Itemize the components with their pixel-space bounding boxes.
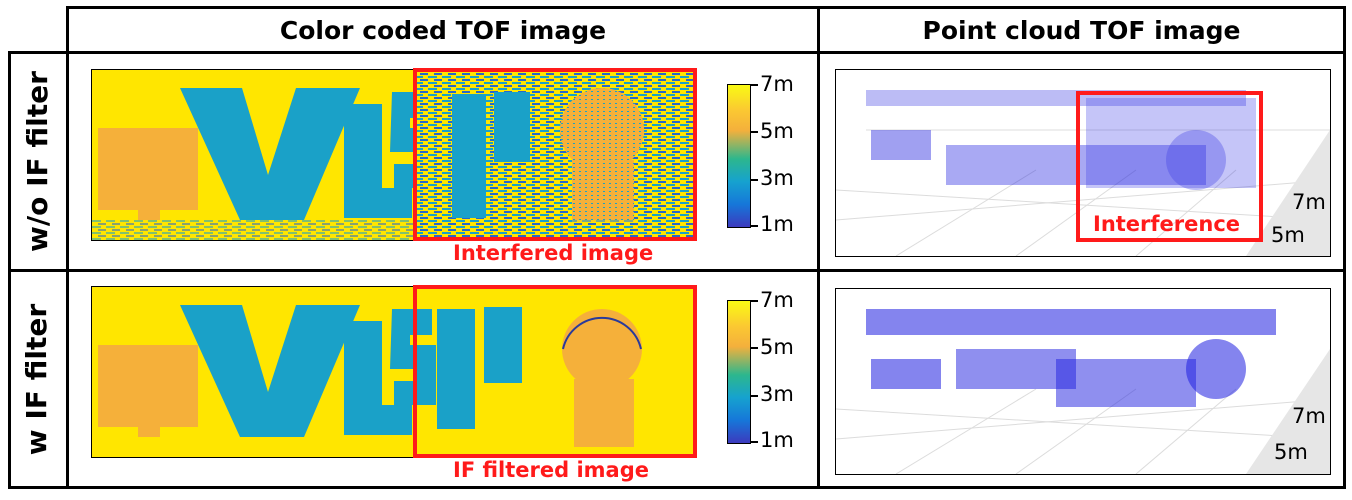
tof-depth-map-1 [92, 70, 695, 240]
header-color-coded: Color coded TOF image [279, 15, 607, 45]
colorbar-2-label-1m: 1m [760, 428, 794, 452]
grid-col-sep [66, 6, 69, 489]
colorbar-2-tick-1 [750, 441, 758, 443]
point-cloud-plot-2 [836, 309, 1330, 474]
colorbar-2-tick-7 [750, 300, 758, 302]
colorbar-1-label-5m: 5m [760, 119, 794, 143]
row-label-with-filter: w IF filter [8, 272, 66, 486]
grid-right [1343, 6, 1346, 489]
filtered-region-box [413, 285, 697, 458]
grid-middle [8, 269, 1346, 272]
colorbar-1-label-1m: 1m [760, 212, 794, 236]
colorbar-1-tick-7 [750, 84, 758, 86]
tof-depth-map-2 [92, 287, 695, 457]
grid-top [66, 6, 1346, 9]
interference-region-box [1076, 91, 1263, 242]
row-label-text-1: w/o IF filter [20, 71, 54, 252]
interfered-region-box [413, 68, 697, 241]
colorbar-1 [727, 84, 751, 228]
tof-color-image-unfiltered [91, 69, 696, 241]
grid-mid-col [817, 6, 820, 489]
colorbar-1-label-7m: 7m [760, 72, 794, 96]
colorbar-2-tick-5 [750, 347, 758, 349]
tof-color-image-filtered [91, 286, 696, 458]
row-label-without-filter: w/o IF filter [8, 54, 66, 269]
colorbar-2 [727, 300, 751, 444]
interfered-image-label: Interfered image [453, 241, 654, 265]
distance-label-7m-2: 7m [1292, 404, 1326, 428]
row-label-text-2: w IF filter [20, 303, 54, 455]
colorbar-2-label-7m: 7m [760, 288, 794, 312]
interference-label: Interference [1093, 212, 1241, 236]
colorbar-1-tick-1 [750, 225, 758, 227]
distance-label-7m-1: 7m [1292, 190, 1326, 214]
distance-label-5m-1: 5m [1271, 223, 1305, 247]
colorbar-2-tick-3 [750, 395, 758, 397]
grid-left [8, 51, 11, 489]
distance-label-5m-2: 5m [1274, 440, 1308, 464]
grid-bottom [8, 486, 1346, 489]
grid-header-bottom [8, 51, 1346, 54]
colorbar-1-label-3m: 3m [760, 166, 794, 190]
colorbar-2-label-5m: 5m [760, 335, 794, 359]
colorbar-2-label-3m: 3m [760, 382, 794, 406]
colorbar-1-tick-5 [750, 131, 758, 133]
colorbar-1-tick-3 [750, 179, 758, 181]
filtered-image-label: IF filtered image [453, 458, 649, 482]
point-cloud-filtered [835, 288, 1331, 475]
header-point-cloud: Point cloud TOF image [922, 15, 1241, 45]
